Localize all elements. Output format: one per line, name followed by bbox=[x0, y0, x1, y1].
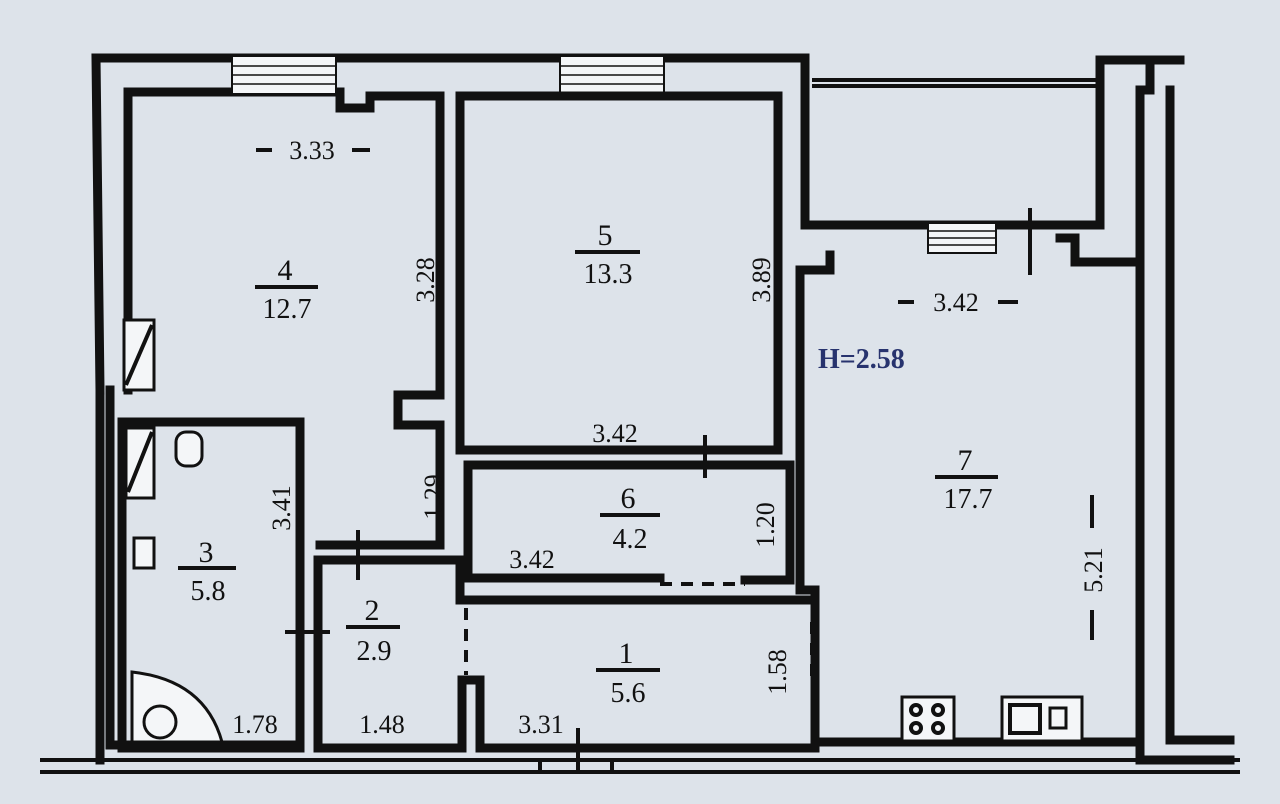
room7-walls bbox=[795, 250, 1145, 747]
room-label-6: 6 4.2 bbox=[600, 482, 660, 555]
room-number: 4 bbox=[278, 254, 293, 287]
dim-room7-depth: 5.21 bbox=[1079, 547, 1108, 593]
dim-room6-depth: 1.20 bbox=[751, 502, 780, 548]
room-label-2: 2 2.9 bbox=[346, 594, 400, 667]
room-number: 5 bbox=[598, 219, 613, 252]
room3-walls bbox=[117, 417, 305, 753]
dim-room6-width: 3.42 bbox=[509, 545, 555, 574]
room-number: 2 bbox=[365, 594, 380, 627]
dim-room4-depth: 3.28 bbox=[411, 257, 440, 303]
dim-room4-width: 3.33 bbox=[289, 136, 335, 165]
dim-room2-width: 1.48 bbox=[359, 710, 405, 739]
room-number: 1 bbox=[619, 637, 634, 670]
dim-room7-width: 3.42 bbox=[933, 288, 979, 317]
room2-walls bbox=[313, 555, 485, 753]
room-area: 17.7 bbox=[944, 484, 993, 515]
room-number: 7 bbox=[958, 444, 973, 477]
room-label-5: 5 13.3 bbox=[575, 219, 640, 290]
dim-passage-depth: 1.29 bbox=[419, 474, 448, 520]
sink-icon bbox=[132, 536, 156, 570]
dim-room1-width: 3.31 bbox=[518, 710, 564, 739]
room-label-7: 7 17.7 bbox=[935, 444, 998, 515]
room-area: 2.9 bbox=[357, 636, 392, 667]
room5-walls bbox=[455, 91, 783, 455]
room-label-1: 1 5.6 bbox=[596, 637, 660, 709]
dim-room5-depth: 3.89 bbox=[747, 257, 776, 303]
room-area: 13.3 bbox=[584, 259, 633, 290]
room-area: 4.2 bbox=[613, 524, 648, 555]
dim-room1-depth: 1.58 bbox=[763, 649, 792, 695]
room-label-3: 3 5.8 bbox=[178, 536, 236, 607]
toilet-icon bbox=[174, 430, 204, 468]
dimension-labels: 3.33 3.28 3.89 3.42 3.42 5.21 3.42 1.20 … bbox=[232, 136, 1108, 739]
room-number: 6 bbox=[621, 482, 636, 515]
room6-walls bbox=[463, 460, 795, 585]
dim-room3-width: 1.78 bbox=[232, 710, 278, 739]
dim-room3-depth: 3.41 bbox=[267, 485, 296, 531]
outer-walls bbox=[40, 53, 1240, 774]
dim-room5-width: 3.42 bbox=[592, 419, 638, 448]
fixtures bbox=[122, 318, 1084, 744]
room-number: 3 bbox=[199, 536, 214, 569]
ceiling-height: H=2.58 bbox=[818, 344, 905, 375]
windows bbox=[231, 55, 997, 254]
room-label-4: 4 12.7 bbox=[255, 254, 318, 325]
room-area: 5.6 bbox=[611, 678, 646, 709]
room-area: 5.8 bbox=[191, 576, 226, 607]
stove-icon bbox=[900, 695, 956, 743]
room-area: 12.7 bbox=[263, 294, 312, 325]
